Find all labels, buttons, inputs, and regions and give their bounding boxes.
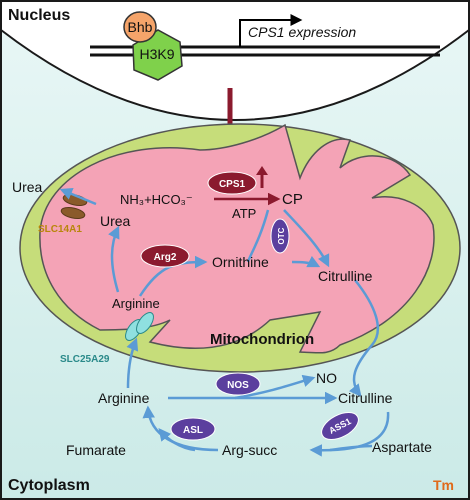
citrulline-export-arrow bbox=[348, 279, 380, 397]
arginine-mito-label: Arginine bbox=[112, 296, 160, 311]
cp-to-citrulline-arrow bbox=[283, 209, 330, 268]
otc-enzyme-label: OTC bbox=[277, 227, 286, 244]
tm-label: Tm bbox=[433, 477, 454, 493]
citrulline-cyto-label: Citrulline bbox=[338, 390, 393, 406]
cp-down-arrow bbox=[246, 209, 270, 263]
argsucc-to-fumarate-arrow bbox=[158, 428, 196, 452]
cytoplasm-label: Cytoplasm bbox=[8, 477, 90, 494]
nos-enzyme-pill bbox=[215, 372, 261, 396]
no-label: NO bbox=[316, 370, 337, 386]
arg2-enzyme-label: Arg2 bbox=[154, 252, 177, 263]
otc-enzyme-pill bbox=[270, 218, 290, 254]
arginine-import-arrow bbox=[126, 337, 139, 389]
arg-succ-label: Arg-succ bbox=[222, 442, 277, 458]
ornithine-label: Ornithine bbox=[212, 254, 269, 270]
cps1-enzyme-pill bbox=[207, 171, 257, 195]
h3k9-hexagon bbox=[132, 29, 183, 81]
slc14a1-transporter-bottom bbox=[60, 207, 86, 219]
slc25a29-transporter-right bbox=[136, 312, 154, 334]
bhb-circle bbox=[123, 11, 157, 43]
ass1-enzyme-pill bbox=[321, 411, 359, 441]
slc25a29-label: SLC25A29 bbox=[60, 354, 110, 365]
citrulline-mito-label: Citrulline bbox=[318, 268, 373, 284]
slc14a1-label: SLC14A1 bbox=[38, 224, 82, 235]
bhb-label: Bhb bbox=[128, 19, 153, 35]
urea-export-arrow bbox=[59, 188, 97, 206]
nh3-hco3-label: NH₃+HCO₃⁻ bbox=[120, 192, 193, 207]
transcription-arrow bbox=[239, 14, 303, 47]
cps1-enzyme-label: CPS1 bbox=[219, 179, 246, 190]
arginine-cyto-label: Arginine bbox=[98, 390, 150, 406]
urea-out-label: Urea bbox=[12, 179, 43, 195]
ornithine-to-citrulline-arrow bbox=[291, 255, 321, 268]
nucleus-label: Nucleus bbox=[8, 7, 70, 24]
urea-in-label: Urea bbox=[100, 213, 131, 229]
arginine-to-urea-arrow bbox=[108, 225, 120, 293]
h3k9-label: H3K9 bbox=[139, 46, 174, 62]
nos-enzyme-label: NOS bbox=[227, 380, 249, 391]
fumarate-label: Fumarate bbox=[66, 442, 126, 458]
cp-label: CP bbox=[282, 191, 303, 208]
cps1-increase-head bbox=[256, 166, 268, 175]
arg2-enzyme-pill bbox=[140, 244, 190, 268]
atp-label: ATP bbox=[232, 206, 256, 221]
cps1-expression-label: CPS1 expression bbox=[248, 24, 356, 40]
aspartate-join-line bbox=[329, 444, 373, 452]
mitochondrion-label: Mitochondrion bbox=[210, 331, 314, 348]
citrulline-to-argsucc-arrow bbox=[309, 411, 390, 457]
asl-enzyme-pill bbox=[170, 417, 216, 441]
arginine-to-no-arrow bbox=[234, 374, 316, 400]
aspartate-label: Aspartate bbox=[372, 439, 432, 455]
asl-enzyme-label: ASL bbox=[183, 425, 203, 436]
mitochondrion-inner-matrix bbox=[39, 123, 435, 354]
